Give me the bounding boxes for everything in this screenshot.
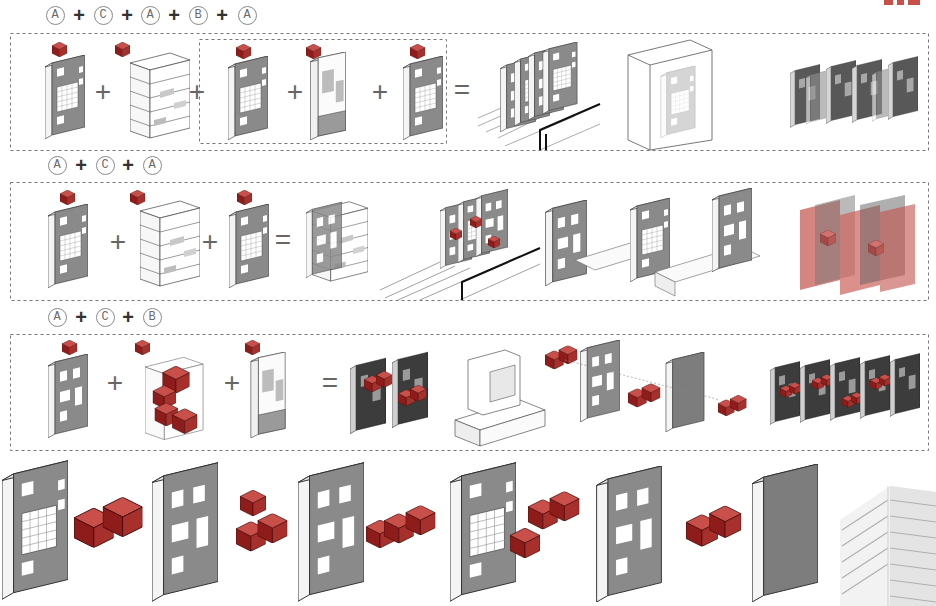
module-catalogue — [2, 461, 818, 602]
letter-circle: C — [96, 308, 115, 327]
equals-sign: = — [454, 76, 470, 104]
row-two-parts — [48, 190, 269, 288]
letter-circle: A — [143, 156, 162, 175]
plus-sign: + — [372, 78, 388, 106]
row-three-assembly — [350, 340, 920, 446]
module-letter: C — [99, 9, 106, 21]
plus-sign: + — [168, 5, 180, 25]
building-photo — [840, 486, 936, 606]
row-two-assembly — [306, 188, 915, 300]
module-letter: B — [194, 9, 201, 21]
letter-circle: A — [46, 6, 65, 25]
module-letter: C — [101, 159, 108, 171]
corner-mark — [884, 0, 920, 5]
plus-sign: + — [75, 307, 87, 327]
plus-sign: + — [75, 155, 87, 175]
plus-sign: + — [95, 78, 111, 106]
row-one-parts — [45, 42, 443, 140]
letter-circle: A — [238, 6, 257, 25]
plus-sign: + — [189, 78, 205, 106]
plus-sign: + — [73, 5, 85, 25]
module-letter: C — [101, 311, 108, 323]
letter-circle: B — [143, 308, 162, 327]
plus-sign: + — [224, 369, 240, 397]
module-letter: A — [53, 159, 60, 171]
plus-sign: + — [107, 369, 123, 397]
module-letter: A — [51, 9, 58, 21]
letter-circle: C — [96, 156, 115, 175]
plus-sign: + — [202, 228, 218, 256]
letter-circle: C — [94, 6, 113, 25]
plus-sign: + — [122, 307, 134, 327]
equals-sign: = — [322, 369, 338, 397]
row-three-parts — [48, 340, 285, 440]
row-one-assembly — [478, 40, 918, 150]
equals-sign: = — [275, 226, 291, 254]
plus-sign: + — [110, 228, 126, 256]
module-letter: A — [146, 9, 153, 21]
letter-circle: A — [48, 156, 67, 175]
plus-sign: + — [216, 5, 228, 25]
letter-circle: A — [141, 6, 160, 25]
module-letter: A — [148, 159, 155, 171]
letter-circle: B — [189, 6, 208, 25]
module-letter: B — [148, 311, 155, 323]
row-frame — [11, 34, 929, 451]
module-letter: A — [53, 311, 60, 323]
letter-circle: A — [48, 308, 67, 327]
module-letter: A — [243, 9, 250, 21]
plus-sign: + — [287, 78, 303, 106]
plus-sign: + — [121, 5, 133, 25]
plus-sign: + — [122, 155, 134, 175]
